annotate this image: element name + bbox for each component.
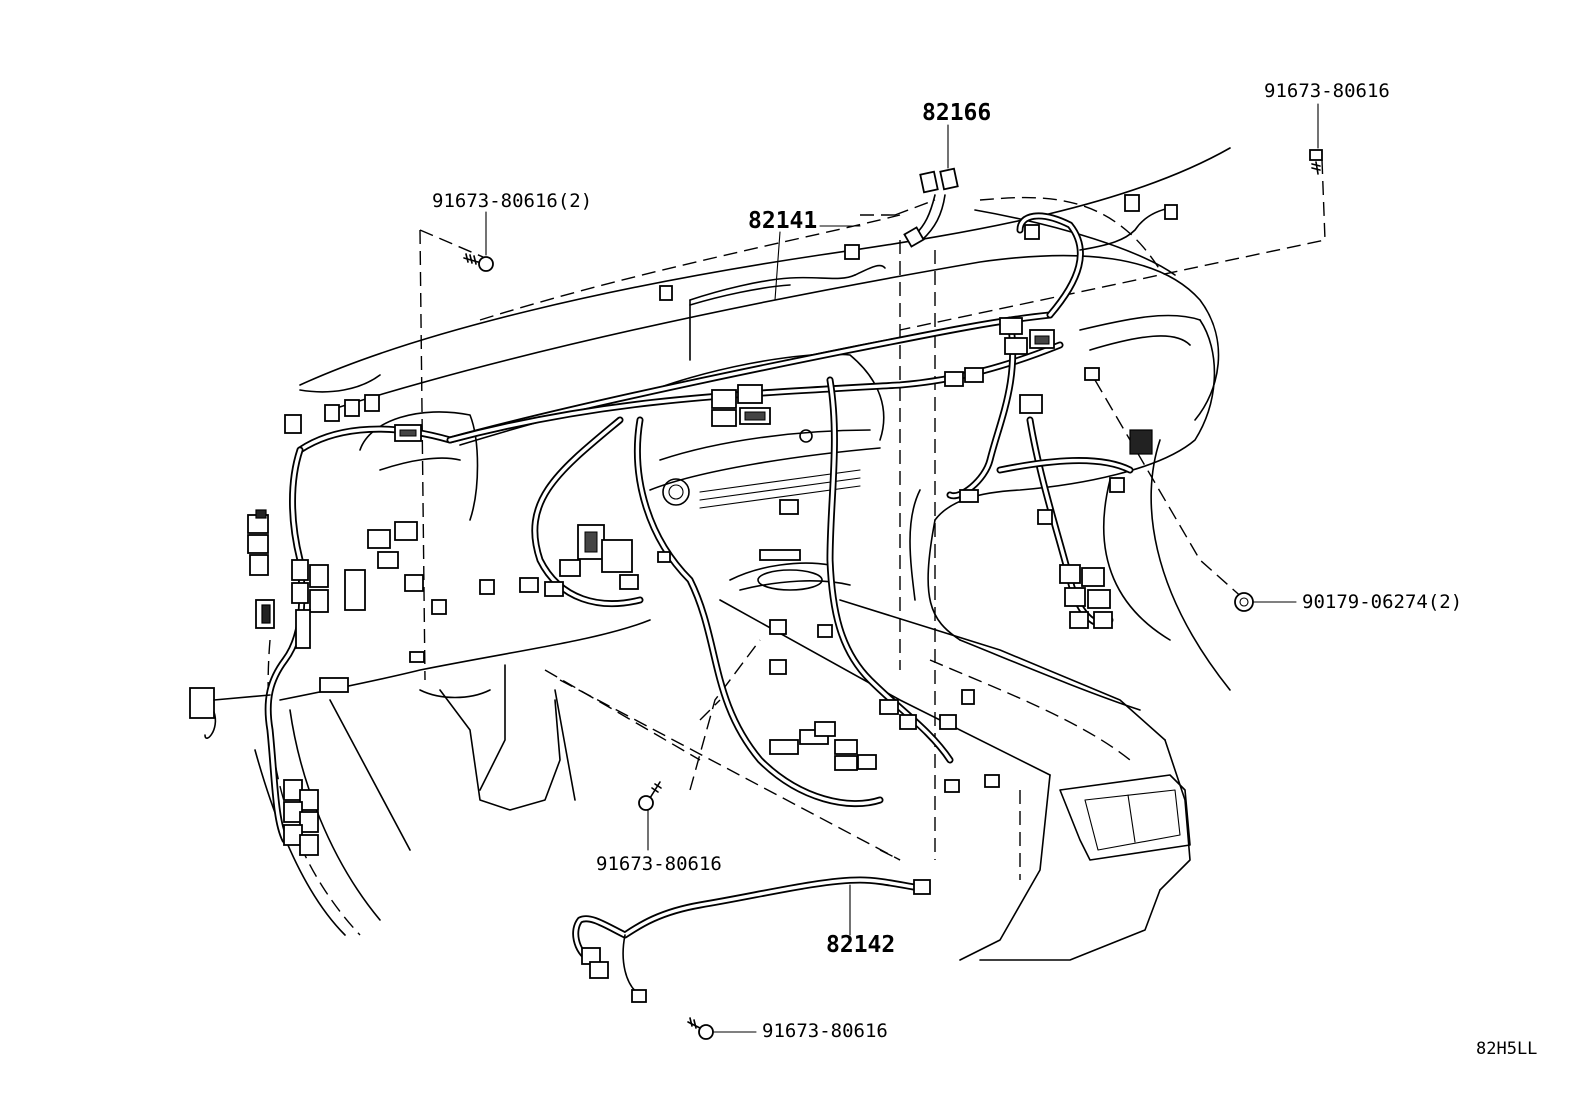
label-82166: 82166 (922, 100, 991, 126)
label-82141: 82141 (748, 208, 817, 234)
bolt-top-right (1309, 103, 1323, 175)
clip-right (1234, 592, 1297, 612)
diagram-code: 82H5LL (1476, 1039, 1537, 1059)
bolt-center (638, 781, 662, 851)
harness-82142 (572, 876, 931, 1003)
label-bolt-center: 91673-80616 (596, 853, 722, 875)
bolt-bottom (687, 1017, 757, 1040)
dashboard-body-outline (254, 147, 1231, 961)
label-bolt-top-right: 91673-80616 (1264, 80, 1390, 102)
label-82142: 82142 (826, 932, 895, 958)
label-bolt-top-left: 91673-80616(2) (432, 190, 592, 212)
harness-connectors (189, 194, 1178, 856)
bolt-top-left (463, 211, 494, 272)
label-bolt-bottom: 91673-80616 (762, 1020, 888, 1042)
label-leaders (774, 225, 861, 301)
harness-82166 (903, 124, 959, 248)
label-clip-right: 90179-06274(2) (1302, 591, 1462, 613)
